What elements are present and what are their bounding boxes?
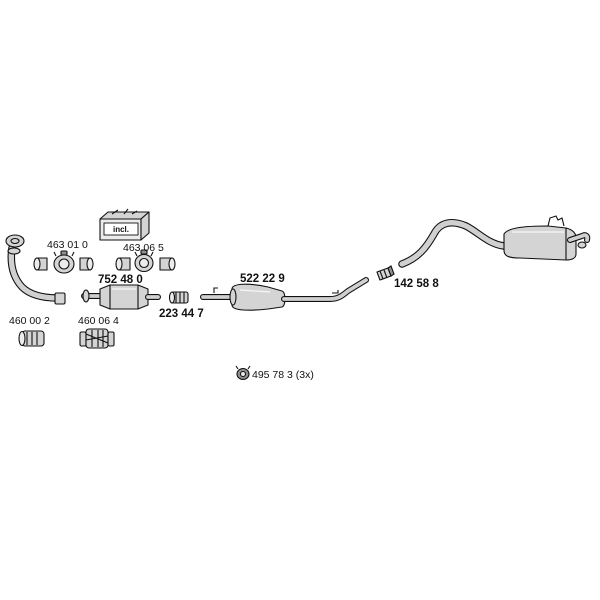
gasket-drawing-b bbox=[115, 249, 176, 273]
catalytic-converter-icon bbox=[81, 284, 161, 310]
label-catalytic-converter: 752 48 0 bbox=[98, 274, 143, 286]
label-middle-silencer: 522 22 9 bbox=[240, 273, 285, 285]
label-rubber-mount: 495 78 3 (3x) bbox=[252, 369, 314, 381]
label-gasket-a: 463 01 0 bbox=[47, 239, 88, 251]
front-pipe-drawing bbox=[5, 234, 66, 305]
kit-box-label: incl. bbox=[113, 225, 129, 234]
label-flex-joint: 460 06 4 bbox=[78, 315, 119, 327]
connector-drawing bbox=[168, 291, 189, 304]
clamp-icon bbox=[376, 265, 395, 281]
flex-joint-drawing bbox=[79, 328, 115, 349]
middle-silencer-icon bbox=[200, 277, 369, 311]
gasket-drawing-a bbox=[33, 250, 94, 274]
kit-box-icon: incl. bbox=[99, 208, 150, 241]
label-gasket-b: 463 06 5 bbox=[123, 242, 164, 254]
label-clamp: 142 58 8 bbox=[394, 278, 439, 290]
rubber-mount-icon bbox=[235, 365, 251, 381]
front-pipe-flex-drawing bbox=[18, 330, 45, 347]
rear-silencer-icon bbox=[398, 215, 591, 268]
label-front-pipe: 460 00 2 bbox=[9, 315, 50, 327]
label-connector: 223 44 7 bbox=[159, 308, 204, 320]
